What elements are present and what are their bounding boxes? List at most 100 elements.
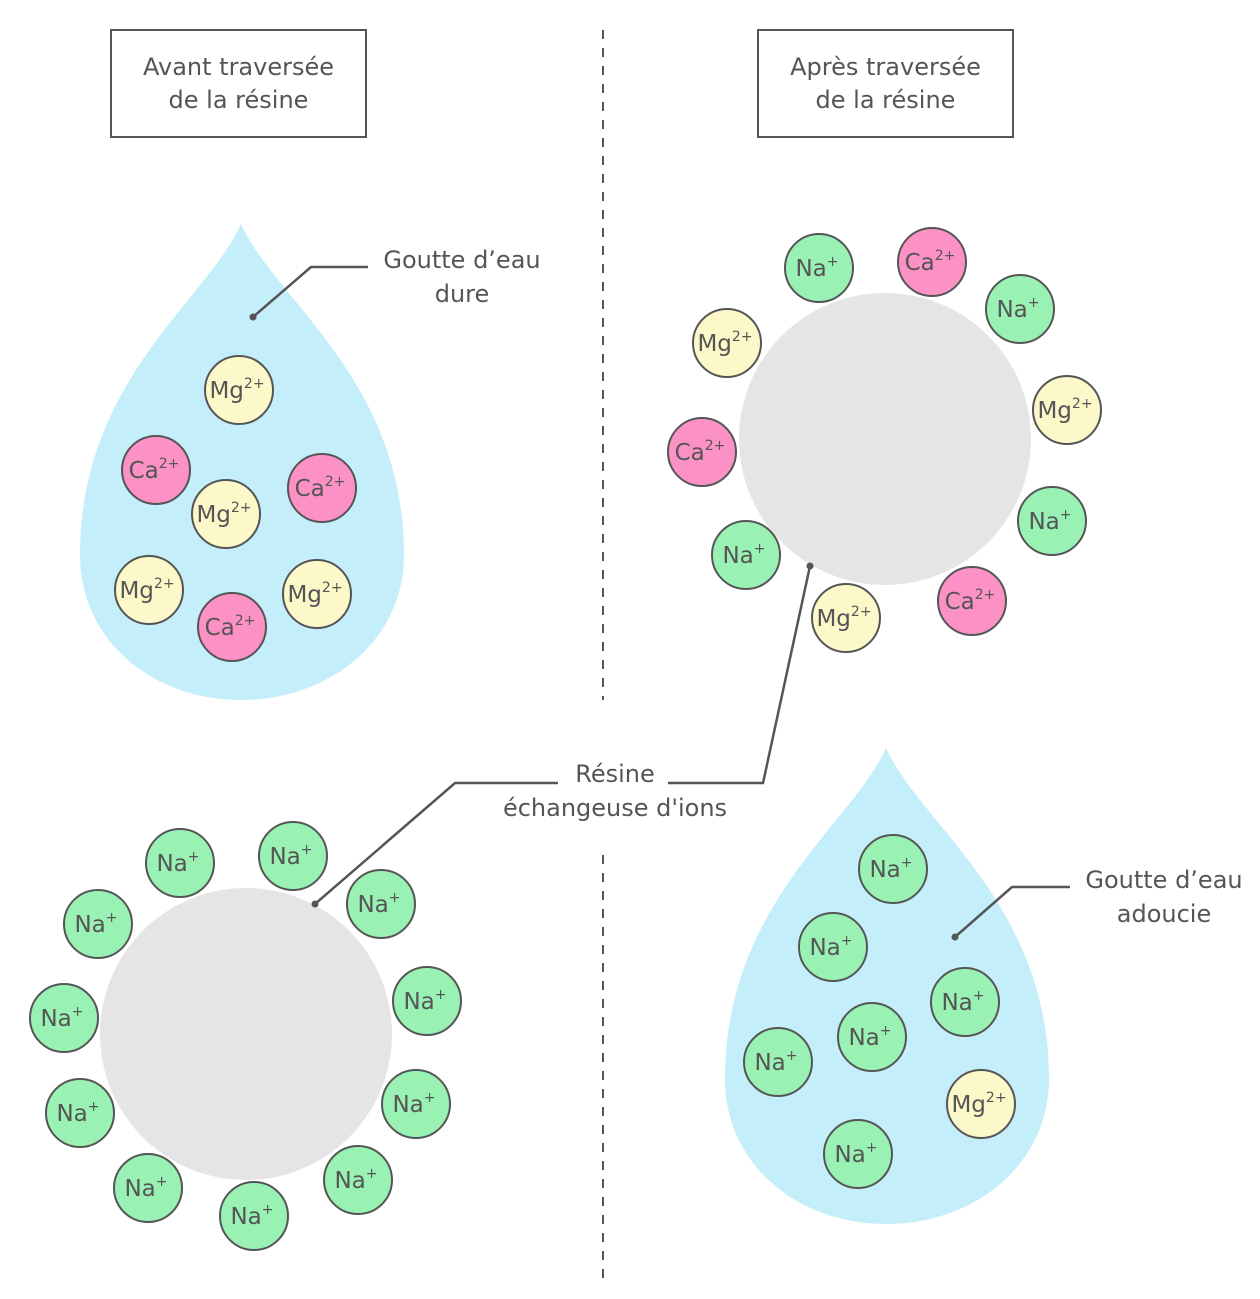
na-ion: Na+ [798,912,868,982]
mg-ion: Mg2+ [191,479,261,549]
mg-ion-label: Mg2+ [209,376,264,404]
na-ion-label: Na+ [403,987,446,1015]
mg-ion-circle [1032,375,1102,445]
resin-label-line2: échangeuse d'ions [502,794,728,822]
after-header-line1: Après traversée [790,52,981,81]
mg-ion: Mg2+ [811,583,881,653]
resin-before-ions: Na+Na+Na+Na+Na+Na+Na+Na+Na+Na+Na+ [29,821,462,1251]
na-ion-circle [45,1078,115,1148]
mg-ion-circle [282,559,352,629]
leader-dot-resin-left [311,900,319,908]
na-ion-circle [858,834,928,904]
na-ion: Na+ [930,967,1000,1037]
leader-resin-right [668,565,812,785]
na-ion-label: Na+ [795,254,838,282]
mg-ion: Mg2+ [1032,375,1102,445]
leader-resin-left [314,781,558,905]
mg-ion-label: Mg2+ [1037,396,1092,424]
na-ion: Na+ [323,1145,393,1215]
mg-ion-circle [811,583,881,653]
na-ion-label: Na+ [269,842,312,870]
ca-ion: Ca2+ [937,566,1007,636]
resin-bead-after [739,293,1031,585]
mg-ion-label: Mg2+ [196,500,251,528]
soft-water-ions: Na+Na+Na+Na+Na+Mg2+Na+ [743,834,1016,1189]
resin-label: Résine échangeuse d'ions [495,757,735,825]
leader-dot-hard-drop [249,313,257,321]
na-ion: Na+ [392,966,462,1036]
na-ion-circle [985,274,1055,344]
soft-drop-label: Goutte d’eau adoucie [1074,863,1254,931]
na-ion-circle [837,1002,907,1072]
ca-ion-circle [937,566,1007,636]
na-ion-circle [743,1027,813,1097]
mg-ion-circle [204,355,274,425]
mg-ion-circle [114,555,184,625]
na-ion-circle [29,983,99,1053]
na-ion-label: Na+ [392,1090,435,1118]
before-header-line2: de la résine [168,85,309,114]
ca-ion: Ca2+ [287,453,357,523]
na-ion-label: Na+ [74,910,117,938]
leader-dot-resin-right [806,562,814,570]
na-ion: Na+ [823,1119,893,1189]
na-ion-circle [930,967,1000,1037]
na-ion-circle [258,821,328,891]
hard-drop-label-line1: Goutte d’eau [383,246,541,274]
mg-ion: Mg2+ [282,559,352,629]
na-ion: Na+ [29,983,99,1053]
na-ion-label: Na+ [230,1202,273,1230]
na-ion-circle [392,966,462,1036]
ca-ion: Ca2+ [667,417,737,487]
na-ion-label: Na+ [809,933,852,961]
hard-drop-label-line2: dure [434,280,490,308]
mg-ion-label: Mg2+ [119,576,174,604]
na-ion-circle [784,233,854,303]
na-ion-circle [381,1069,451,1139]
na-ion-circle [711,520,781,590]
before-header-line1: Avant traversée [142,52,335,81]
na-ion-label: Na+ [754,1048,797,1076]
ca-ion: Ca2+ [897,227,967,297]
na-ion-label: Na+ [848,1023,891,1051]
mg-ion-circle [191,479,261,549]
mg-ion-circle [946,1069,1016,1139]
na-ion-circle [113,1153,183,1223]
na-ion-label: Na+ [56,1099,99,1127]
na-ion-label: Na+ [40,1004,83,1032]
resin-label-line1: Résine [575,760,655,788]
na-ion-circle [63,889,133,959]
mg-ion-label: Mg2+ [697,329,752,357]
mg-ion: Mg2+ [204,355,274,425]
leader-hard-drop [252,265,368,318]
mg-ion: Mg2+ [692,308,762,378]
na-ion: Na+ [784,233,854,303]
ca-ion-circle [897,227,967,297]
na-ion-label: Na+ [334,1166,377,1194]
na-ion-circle [145,828,215,898]
na-ion: Na+ [145,828,215,898]
na-ion: Na+ [985,274,1055,344]
na-ion-circle [823,1119,893,1189]
after-resin-header: Après traversée de la résine [757,29,1014,138]
na-ion-label: Na+ [869,855,912,883]
hard-water-ions: Mg2+Ca2+Ca2+Mg2+Mg2+Ca2+Mg2+ [114,355,357,662]
na-ion-circle [798,912,868,982]
before-resin-header: Avant traversée de la résine [110,29,367,138]
ca-ion-circle [667,417,737,487]
na-ion-label: Na+ [124,1174,167,1202]
na-ion: Na+ [381,1069,451,1139]
na-ion: Na+ [1017,486,1087,556]
na-ion: Na+ [858,834,928,904]
leader-dot-soft-drop [951,933,959,941]
na-ion-label: Na+ [1028,507,1071,535]
soft-drop-label-line2: adoucie [1116,900,1212,928]
soft-drop-label-line1: Goutte d’eau [1085,866,1243,894]
na-ion: Na+ [45,1078,115,1148]
na-ion: Na+ [837,1002,907,1072]
na-ion-label: Na+ [156,849,199,877]
na-ion-label: Na+ [941,988,984,1016]
mg-ion-label: Mg2+ [287,580,342,608]
ca-ion-label: Ca2+ [945,587,996,615]
